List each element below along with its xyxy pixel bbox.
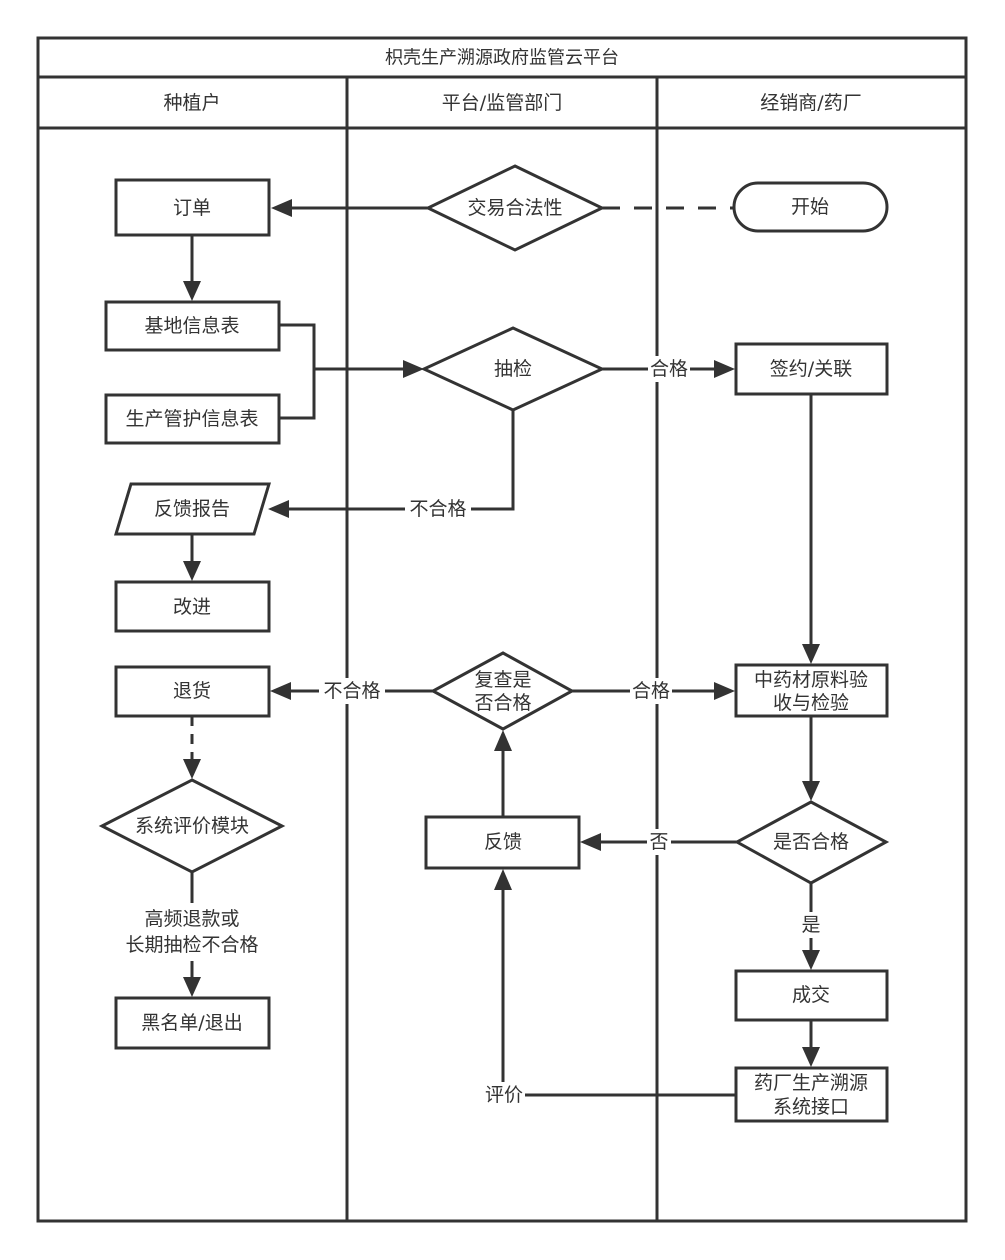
node-recheck [429, 651, 576, 731]
edge-label-yes: 是 [801, 914, 820, 936]
node-feedback-report [113, 482, 272, 536]
label-bg-no [647, 829, 671, 855]
arrowhead-blacklist [183, 977, 201, 997]
node-improve [114, 580, 271, 633]
diagram-frame [36, 36, 968, 1223]
arrowhead-sign [714, 360, 735, 378]
edge-label-evaluate: 评价 [485, 1084, 523, 1106]
label-bg-fail-sampling [405, 496, 471, 522]
edge-label-blacklist-condition-line-2: 长期抽检不合格 [125, 934, 258, 956]
node-legality-check-label: 交易合法性 [467, 197, 562, 219]
node-recheck-label-line-1: 复查是 [474, 669, 531, 691]
node-trace-interface-label-line-1: 药厂生产溯源 [754, 1072, 868, 1094]
node-feedback [424, 815, 581, 870]
edge-label-fail-recheck: 不合格 [323, 680, 380, 702]
edge-label-no: 否 [649, 831, 668, 853]
node-trace-interface [734, 1066, 889, 1123]
node-production-info-label: 生产管护信息表 [125, 408, 258, 430]
node-recheck-label-line-2: 否合格 [474, 692, 531, 714]
node-qualified-check-label: 是否合格 [773, 831, 849, 853]
node-sampling [420, 326, 606, 412]
diagram-title: 枳壳生产溯源政府监管云平台 [385, 48, 619, 69]
node-sampling-label: 抽检 [494, 358, 532, 380]
node-base-info-label: 基地信息表 [144, 315, 239, 337]
node-acceptance-label-line-1: 中药材原料验 [754, 669, 868, 691]
arrowhead-qualified [802, 781, 820, 801]
edge-info-bracket [279, 323, 316, 420]
arrowhead-feedback-report [268, 500, 289, 518]
arrowhead-acceptance [802, 644, 820, 664]
label-bg-pass-sampling [648, 356, 690, 382]
arrowhead-acceptance-left [714, 682, 735, 700]
arrowhead-feedback [580, 833, 601, 851]
node-deal [734, 969, 889, 1022]
label-bg-pass-recheck [630, 678, 672, 704]
edge-label-blacklist-condition-line-1: 高频退款或 [144, 908, 239, 930]
arrowhead-improve [183, 561, 201, 581]
edge-interface-to-feedback [501, 888, 735, 1097]
node-return-goods [114, 665, 271, 718]
arrowhead-return [270, 682, 291, 700]
lane-header-grower: 种植户 [163, 92, 220, 114]
label-bg-evaluate [483, 1082, 525, 1108]
node-evaluation-module [98, 778, 286, 874]
node-sign [734, 342, 889, 396]
node-trace-interface-label-line-2: 系统接口 [773, 1096, 849, 1118]
label-bg-fail-recheck [319, 678, 385, 704]
node-legality-check [424, 164, 606, 252]
arrowhead-deal [802, 950, 820, 970]
label-bg-blacklist-condition [117, 903, 269, 961]
node-feedback-report-label: 反馈报告 [154, 498, 230, 520]
edge-sampling-to-feedback-report [289, 407, 515, 511]
arrowhead-interface [802, 1047, 820, 1067]
node-feedback-label: 反馈 [484, 831, 522, 853]
arrowhead-base-info [183, 281, 201, 301]
node-start-label: 开始 [791, 196, 829, 218]
lane-header-platform: 平台/监管部门 [442, 92, 562, 114]
node-sign-label: 签约/关联 [770, 358, 852, 380]
node-acceptance [734, 663, 889, 718]
node-qualified-check [733, 800, 890, 885]
node-evaluation-module-label: 系统评价模块 [135, 815, 249, 837]
arrowhead-feedback-bottom [494, 869, 512, 890]
edge-label-pass-sampling: 合格 [650, 358, 688, 380]
edge-label-fail-sampling: 不合格 [409, 498, 466, 520]
arrowhead-recheck [494, 730, 512, 751]
node-order [114, 178, 271, 237]
node-blacklist-label: 黑名单/退出 [141, 1012, 242, 1034]
arrowhead-order [271, 199, 292, 217]
arrowhead-sampling [403, 360, 424, 378]
node-base-info [104, 300, 281, 352]
node-return-goods-label: 退货 [173, 680, 211, 702]
node-order-label: 订单 [173, 197, 211, 219]
node-start [732, 181, 889, 233]
label-bg-yes [799, 912, 823, 938]
lane-header-dealer: 经销商/药厂 [760, 92, 861, 114]
node-acceptance-label-line-2: 收与检验 [773, 692, 849, 714]
node-production-info [104, 393, 281, 445]
node-deal-label: 成交 [792, 984, 830, 1006]
node-blacklist [114, 996, 271, 1050]
node-improve-label: 改进 [173, 596, 211, 618]
edge-label-pass-recheck: 合格 [632, 680, 670, 702]
arrowhead-evaluation [183, 759, 201, 779]
